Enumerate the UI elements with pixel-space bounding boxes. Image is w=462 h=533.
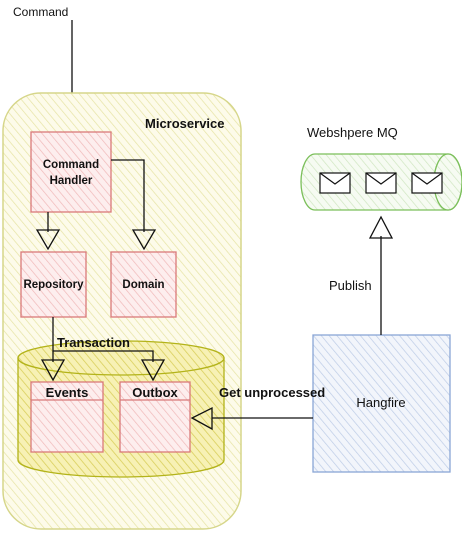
microservice-label: Microservice (145, 116, 225, 131)
repository-to-outbox-arrowhead (140, 359, 166, 382)
transaction-label: Transaction (57, 335, 130, 350)
repository-box (20, 251, 87, 318)
domain-box (110, 251, 177, 318)
handler-to-domain-line (111, 159, 145, 232)
publish-label: Publish (329, 278, 372, 293)
hangfire-label: Hangfire (356, 395, 405, 410)
domain-label: Domain (122, 279, 164, 291)
command-label: Command (13, 5, 68, 19)
events-label: Events (46, 385, 89, 400)
envelope-icon (365, 172, 397, 194)
command-handler-label-line1: Command (43, 159, 99, 171)
command-handler-box (30, 131, 112, 213)
get-unprocessed-arrowhead (190, 406, 213, 431)
repository-label: Repository (23, 279, 84, 291)
repository-to-events-arrowhead (40, 359, 66, 382)
repository-to-outbox-line (53, 350, 154, 362)
hangfire-box (312, 334, 451, 473)
events-table (30, 381, 104, 453)
outbox-label: Outbox (132, 385, 178, 400)
command-handler-label-line2: Handler (50, 175, 93, 187)
envelope-icon (319, 172, 351, 194)
get-unprocessed-label: Get unprocessed (219, 385, 325, 400)
handler-to-domain-arrowhead (131, 229, 157, 251)
outbox-table (119, 381, 191, 453)
handler-to-repository-arrowhead (35, 229, 61, 251)
websphere-mq-label: Webshpere MQ (307, 125, 398, 140)
envelope-icon (411, 172, 443, 194)
publish-arrowhead (368, 215, 394, 239)
